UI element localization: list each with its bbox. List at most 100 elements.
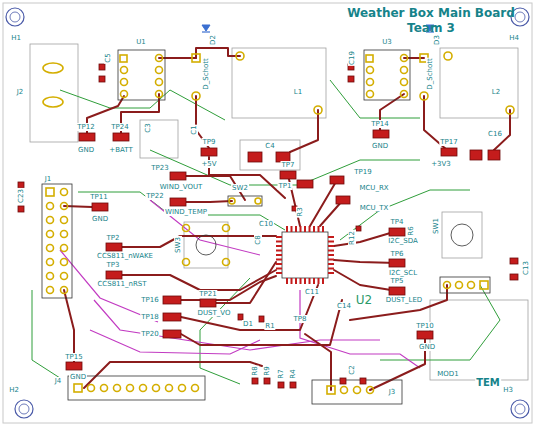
- silkscreen-label: C23: [17, 188, 25, 204]
- through-hole-pad: [47, 217, 54, 224]
- traces-red: [181, 285, 318, 330]
- silkscreen-label: R4: [289, 368, 297, 379]
- component-outline: [228, 196, 262, 206]
- component-outline: [312, 380, 402, 404]
- smd-pad: [200, 299, 216, 307]
- silkscreen-label: TEM: [475, 377, 501, 388]
- ic-chip: [276, 236, 282, 275]
- silkscreen-label: TP5: [390, 277, 405, 285]
- silkscreen-label: TP6: [390, 250, 405, 258]
- traces-red: [370, 335, 425, 390]
- smd-pad: [18, 182, 24, 188]
- silkscreen-label: C8: [254, 234, 262, 245]
- fabrication-outline: [430, 300, 528, 380]
- through-hole-pad: [61, 259, 68, 266]
- through-hole-pad: [114, 385, 121, 392]
- smd-pad: [510, 274, 518, 280]
- silkscreen-label: MCU_RX: [358, 184, 389, 192]
- through-hole-pad: [183, 225, 190, 232]
- diode-symbol: [202, 25, 434, 32]
- smd-pad: [163, 313, 181, 321]
- silkscreen-label: TP1: [278, 182, 293, 190]
- ic-chip: [286, 226, 325, 232]
- through-hole-pad: [456, 282, 463, 289]
- through-hole-pad: [183, 259, 190, 266]
- silkscreen-label: C14: [336, 302, 352, 310]
- smd-pad: [106, 271, 122, 279]
- silkscreen-label: +3V3: [430, 160, 452, 168]
- silkscreen-label: TP20: [140, 330, 159, 338]
- through-hole-pad: [61, 189, 68, 196]
- traces-red: [64, 48, 510, 390]
- through-hole-pad: [444, 52, 452, 60]
- through-hole-pad: [401, 79, 408, 86]
- silkscreen-label: C4: [264, 142, 275, 150]
- silkscreen-label: R3: [296, 206, 304, 217]
- silkscreen-label: +BATT: [108, 146, 133, 154]
- silkscreen-label: H3: [502, 386, 514, 394]
- through-hole-pad: [121, 91, 128, 98]
- traces-red: [290, 110, 318, 152]
- smd-pad: [278, 382, 284, 388]
- silkscreen-label: I2C_SDA: [387, 237, 418, 245]
- fabrication-outline: [440, 48, 518, 118]
- through-hole-pad: [61, 217, 68, 224]
- silkscreen-label: GND: [418, 343, 436, 351]
- through-hole-pad: [153, 385, 160, 392]
- smd-pad: [163, 296, 181, 304]
- silkscreen-label: TP14: [370, 120, 389, 128]
- through-hole-pad: [47, 231, 54, 238]
- component-outline: [42, 184, 72, 298]
- silkscreen-label: D3: [433, 34, 441, 46]
- fabrication-outline: [442, 212, 482, 258]
- mounting-hole: [6, 8, 529, 418]
- through-hole-pad: [47, 287, 54, 294]
- through-hole-pad: [47, 273, 54, 280]
- through-hole-pad: [366, 55, 373, 62]
- silkscreen-label: TP16: [140, 296, 159, 304]
- through-hole-pad: [192, 92, 200, 100]
- traces-red: [305, 334, 331, 390]
- board-edge: [3, 3, 532, 423]
- fabrication-outline: [30, 44, 528, 380]
- through-hole-pad: [140, 385, 147, 392]
- silkscreen-label: C19: [348, 50, 356, 66]
- component-outline: [118, 50, 165, 100]
- silkscreen-label: R9: [263, 365, 271, 376]
- through-hole-pad: [61, 203, 68, 210]
- traces-green: [32, 290, 60, 378]
- smd-pad: [290, 382, 296, 388]
- silkscreen-label: C2: [348, 364, 356, 375]
- silkscreen-label: J2: [16, 88, 25, 96]
- traces-red: [181, 300, 342, 345]
- through-hole-pad: [43, 97, 63, 107]
- board-edge: [3, 3, 532, 423]
- silkscreen-label: TP12: [76, 123, 95, 131]
- component-outline: [451, 224, 473, 246]
- through-hole-pad: [444, 282, 451, 289]
- through-hole-pad: [61, 287, 68, 294]
- silkscreen-label: TP18: [140, 313, 159, 321]
- smd-pad: [170, 198, 186, 206]
- through-hole-pad: [314, 106, 322, 114]
- silkscreen-label: TP22: [145, 192, 164, 200]
- silkscreen-label: U3: [381, 38, 393, 46]
- traces-magenta: [150, 200, 260, 255]
- smd-pad: [99, 76, 105, 82]
- silkscreen-label: H1: [10, 34, 22, 42]
- silkscreen-label: R12: [348, 230, 356, 246]
- smd-pad: [99, 64, 105, 70]
- smd-pad: [360, 378, 366, 384]
- silkscreen-label: TP11: [89, 193, 108, 201]
- silkscreen-label: MCU_TX: [359, 204, 390, 212]
- silkscreen-label: TP24: [110, 123, 129, 131]
- silkscreen-label: GND: [91, 215, 109, 223]
- component-outline: [42, 50, 490, 404]
- silkscreen-label: TP8: [293, 315, 308, 323]
- traces-magenta: [90, 330, 260, 354]
- silkscreen-label: D_Schott: [426, 57, 434, 90]
- silkscreen-label: TP15: [64, 353, 83, 361]
- silkscreen-label: U1: [135, 38, 147, 46]
- silkscreen-label: TP2: [106, 234, 121, 242]
- silkscreen-label: H2: [8, 386, 20, 394]
